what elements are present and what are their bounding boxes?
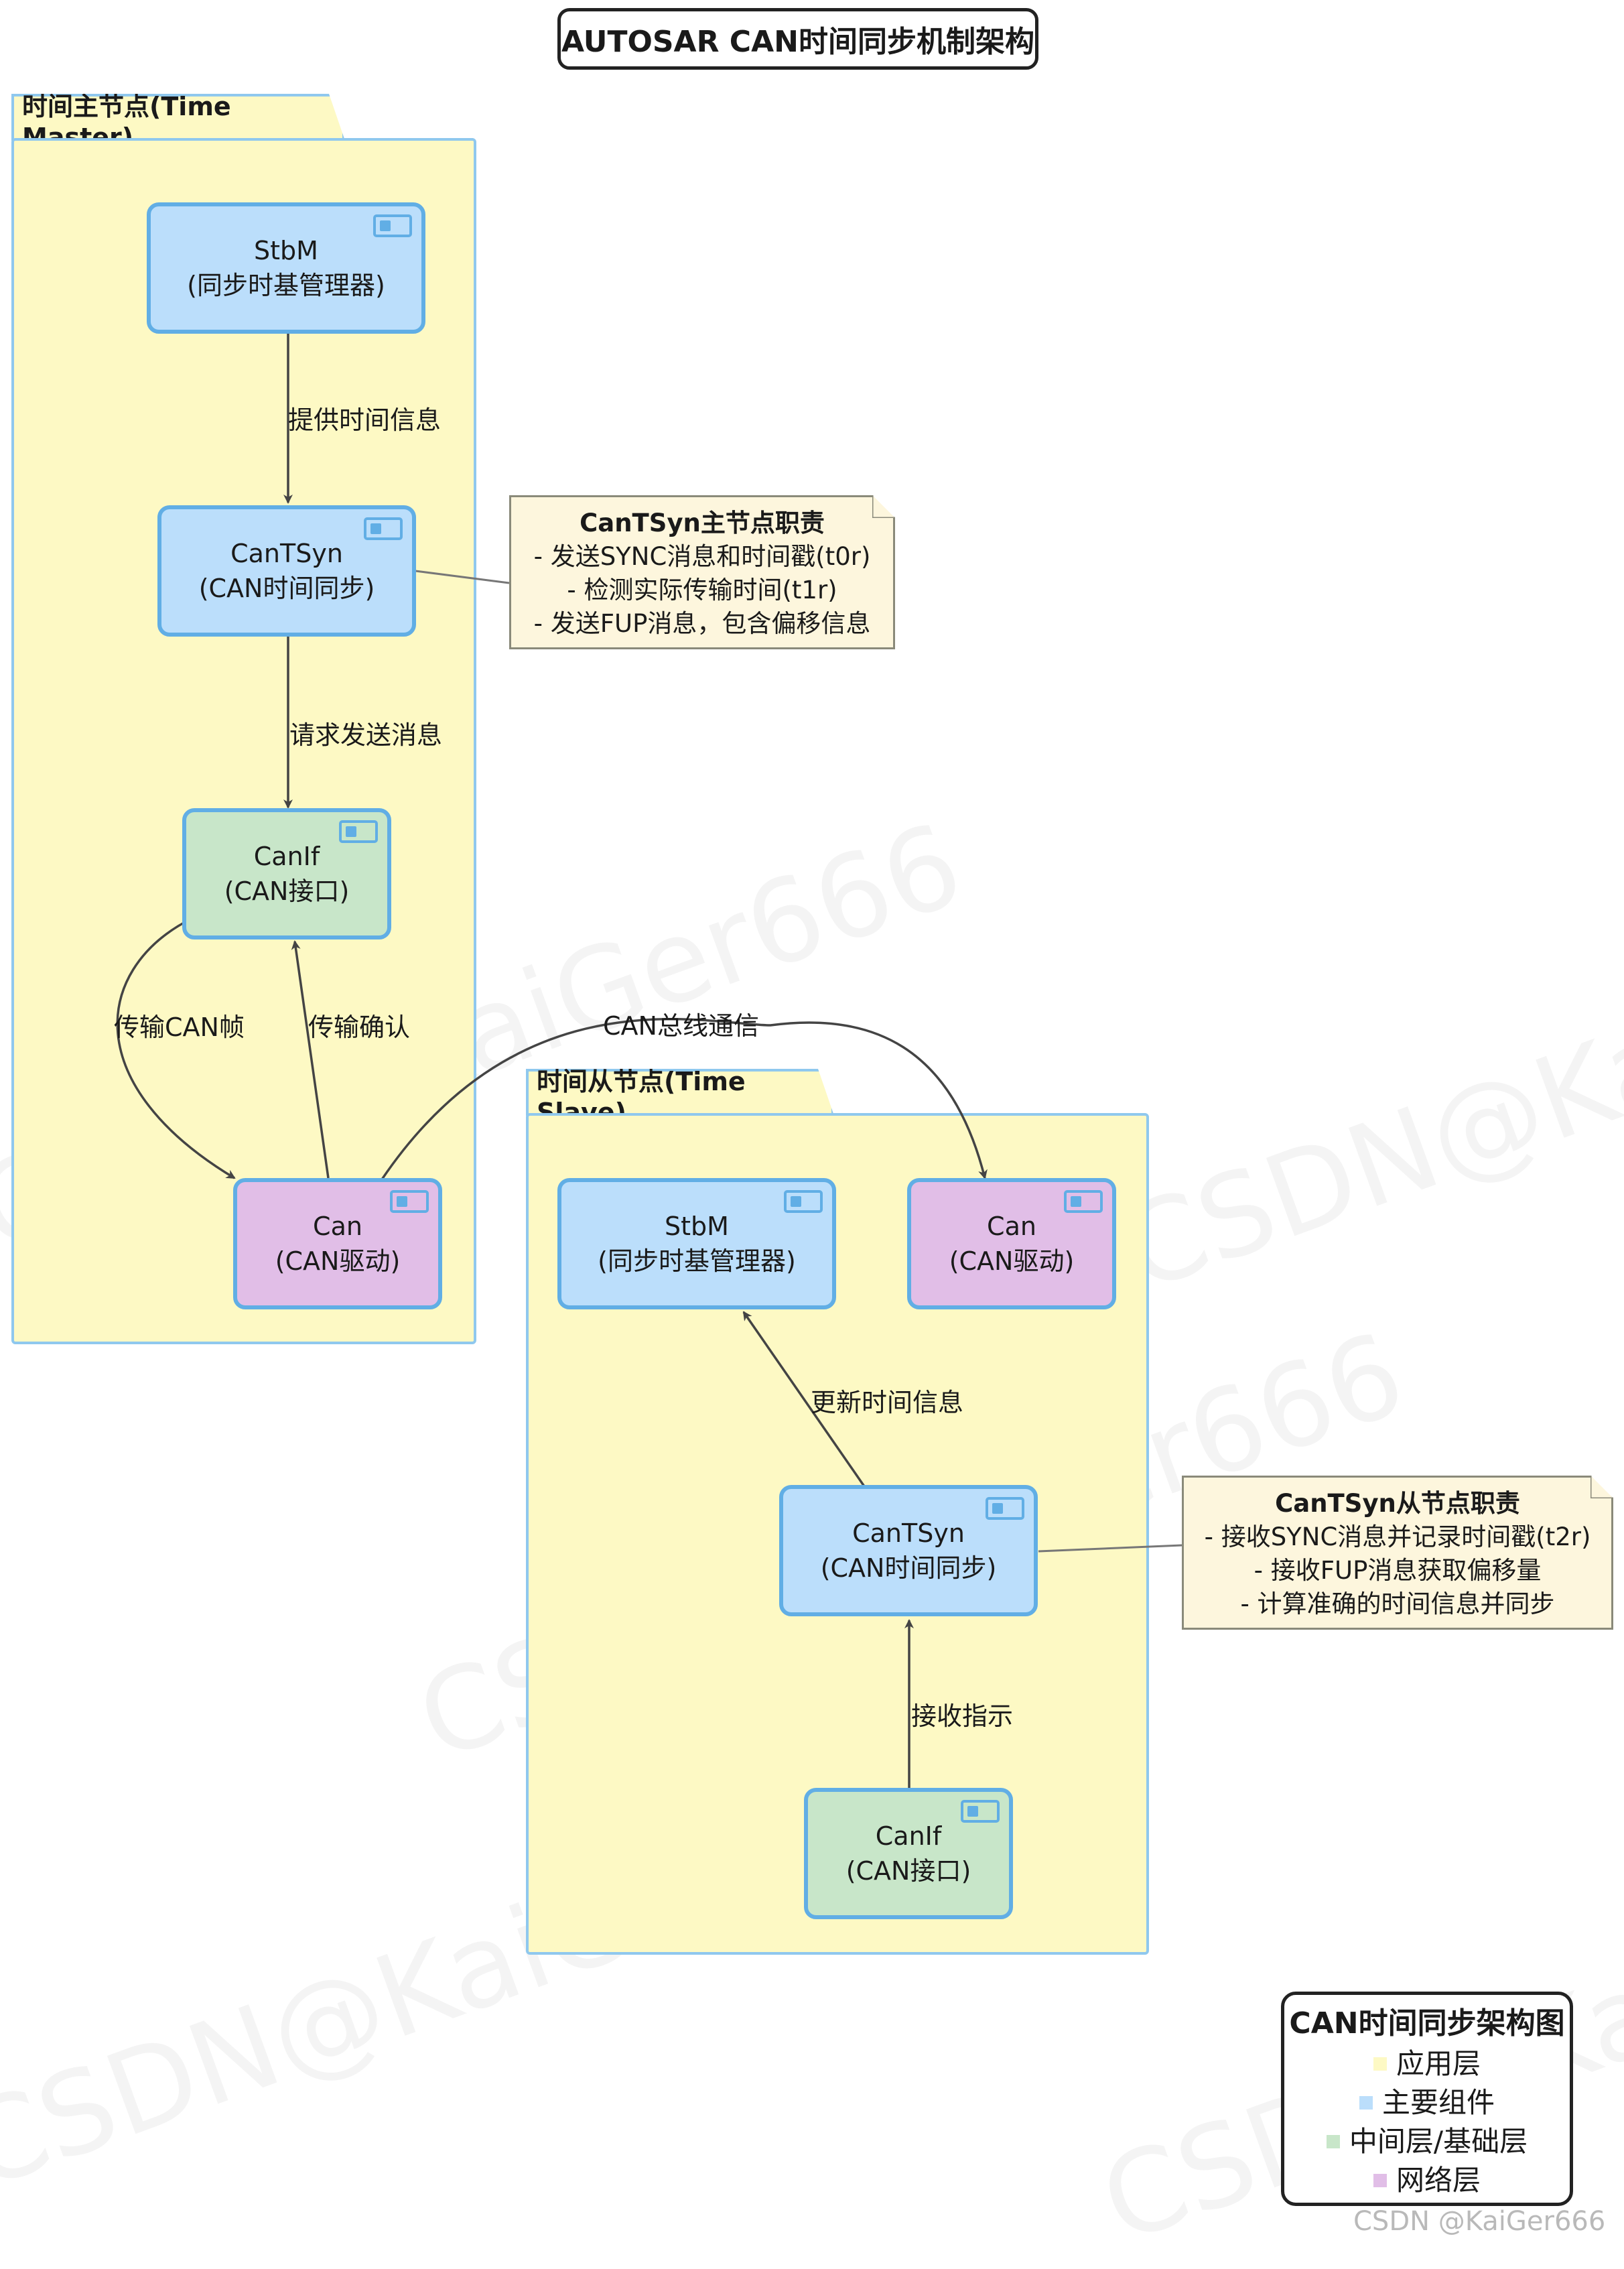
credit-text: CSDN @KaiGer666	[1353, 2206, 1606, 2237]
component-desc: (CAN接口)	[845, 1856, 971, 1886]
legend-swatch	[1373, 2057, 1387, 2071]
legend-label: 中间层/基础层	[1349, 2125, 1528, 2158]
component-name: Can	[987, 1212, 1036, 1241]
master-cantsyn-component[interactable]: CanTSyn (CAN时间同步)	[157, 505, 416, 637]
edge-bus	[381, 1018, 988, 1180]
component-icon	[986, 1497, 1024, 1520]
note-title: CanTSyn主节点职责	[580, 509, 825, 537]
slave-stbm-component[interactable]: StbM (同步时基管理器)	[557, 1178, 836, 1309]
legend-item: 主要组件	[1359, 2083, 1495, 2122]
legend-label: 网络层	[1396, 2164, 1481, 2197]
edge-label-rx-indication: 接收指示	[911, 1701, 1014, 1731]
component-name: StbM	[665, 1212, 729, 1241]
legend-item: 中间层/基础层	[1326, 2122, 1528, 2161]
edge-label-provide-time: 提供时间信息	[288, 405, 442, 435]
slave-cantsyn-note: CanTSyn从节点职责 - 接收SYNC消息并记录时间戳(t2r) - 接收F…	[1182, 1476, 1613, 1630]
note-line: - 发送SYNC消息和时间戳(t0r)	[533, 542, 871, 571]
edge-can-to-canif	[291, 940, 330, 1179]
legend-swatch	[1359, 2096, 1373, 2110]
component-icon	[961, 1800, 1000, 1823]
master-canif-component[interactable]: CanIf (CAN接口)	[182, 808, 391, 939]
diagram-title: AUTOSAR CAN时间同步机制架构	[557, 8, 1038, 70]
component-icon	[784, 1190, 823, 1213]
edge-label-update-time: 更新时间信息	[811, 1388, 964, 1417]
note-fold	[872, 495, 895, 518]
master-cantsyn-note: CanTSyn主节点职责 - 发送SYNC消息和时间戳(t0r) - 检测实际传…	[509, 495, 895, 649]
note-line: - 计算准确的时间信息并同步	[1240, 1590, 1555, 1618]
legend-item: 网络层	[1373, 2161, 1481, 2200]
edge-label-request-send: 请求发送消息	[289, 720, 443, 750]
component-name: Can	[313, 1212, 362, 1241]
note-line: - 发送FUP消息，包含偏移信息	[533, 609, 871, 638]
edge-canif-to-can	[116, 920, 236, 1179]
edge-label-transmit-frame: 传输CAN帧	[114, 1013, 245, 1042]
legend-label: 应用层	[1396, 2047, 1481, 2080]
master-stbm-component[interactable]: StbM (同步时基管理器)	[147, 202, 425, 334]
component-icon	[339, 820, 378, 843]
component-desc: (同步时基管理器)	[187, 271, 385, 300]
component-desc: (CAN驱动)	[275, 1246, 401, 1276]
component-desc: (CAN驱动)	[949, 1246, 1075, 1276]
component-name: CanIf	[253, 842, 320, 871]
master-package-tab: 时间主节点(Time Master)	[11, 94, 345, 141]
note-title: CanTSyn从节点职责	[1275, 1489, 1520, 1518]
legend: CAN时间同步架构图 应用层 主要组件 中间层/基础层 网络层	[1281, 1992, 1573, 2206]
note-line: - 接收FUP消息获取偏移量	[1254, 1556, 1542, 1585]
edge-label-tx-confirm: 传输确认	[308, 1013, 411, 1042]
master-can-component[interactable]: Can (CAN驱动)	[233, 1178, 442, 1309]
slave-canif-component[interactable]: CanIf (CAN接口)	[804, 1788, 1013, 1919]
legend-label: 主要组件	[1381, 2086, 1495, 2119]
note-line: - 检测实际传输时间(t1r)	[567, 576, 837, 604]
component-desc: (同步时基管理器)	[598, 1246, 796, 1276]
slave-cantsyn-component[interactable]: CanTSyn (CAN时间同步)	[779, 1485, 1038, 1616]
component-name: CanIf	[875, 1821, 942, 1851]
legend-swatch	[1373, 2174, 1387, 2187]
component-desc: (CAN时间同步)	[820, 1553, 997, 1583]
legend-item: 应用层	[1373, 2045, 1481, 2083]
note-fold	[1591, 1476, 1613, 1498]
component-icon	[364, 517, 403, 540]
legend-swatch	[1326, 2135, 1340, 2148]
component-name: CanTSyn	[230, 539, 343, 568]
component-desc: (CAN接口)	[224, 877, 350, 906]
legend-title: CAN时间同步架构图	[1289, 2006, 1565, 2040]
component-desc: (CAN时间同步)	[198, 574, 375, 603]
component-icon	[390, 1190, 429, 1213]
slave-can-component[interactable]: Can (CAN驱动)	[907, 1178, 1116, 1309]
component-icon	[1064, 1190, 1103, 1213]
component-icon	[373, 214, 412, 237]
component-name: CanTSyn	[852, 1518, 965, 1548]
component-name: StbM	[254, 236, 318, 265]
edge-slave-cantsyn-to-stbm	[742, 1311, 866, 1487]
master-package	[11, 138, 476, 1344]
edge-label-can-bus: CAN总线通信	[603, 1011, 759, 1041]
note-line: - 接收SYNC消息并记录时间戳(t2r)	[1204, 1522, 1591, 1551]
note-link-slave	[1038, 1544, 1182, 1553]
note-link-master	[415, 570, 510, 584]
